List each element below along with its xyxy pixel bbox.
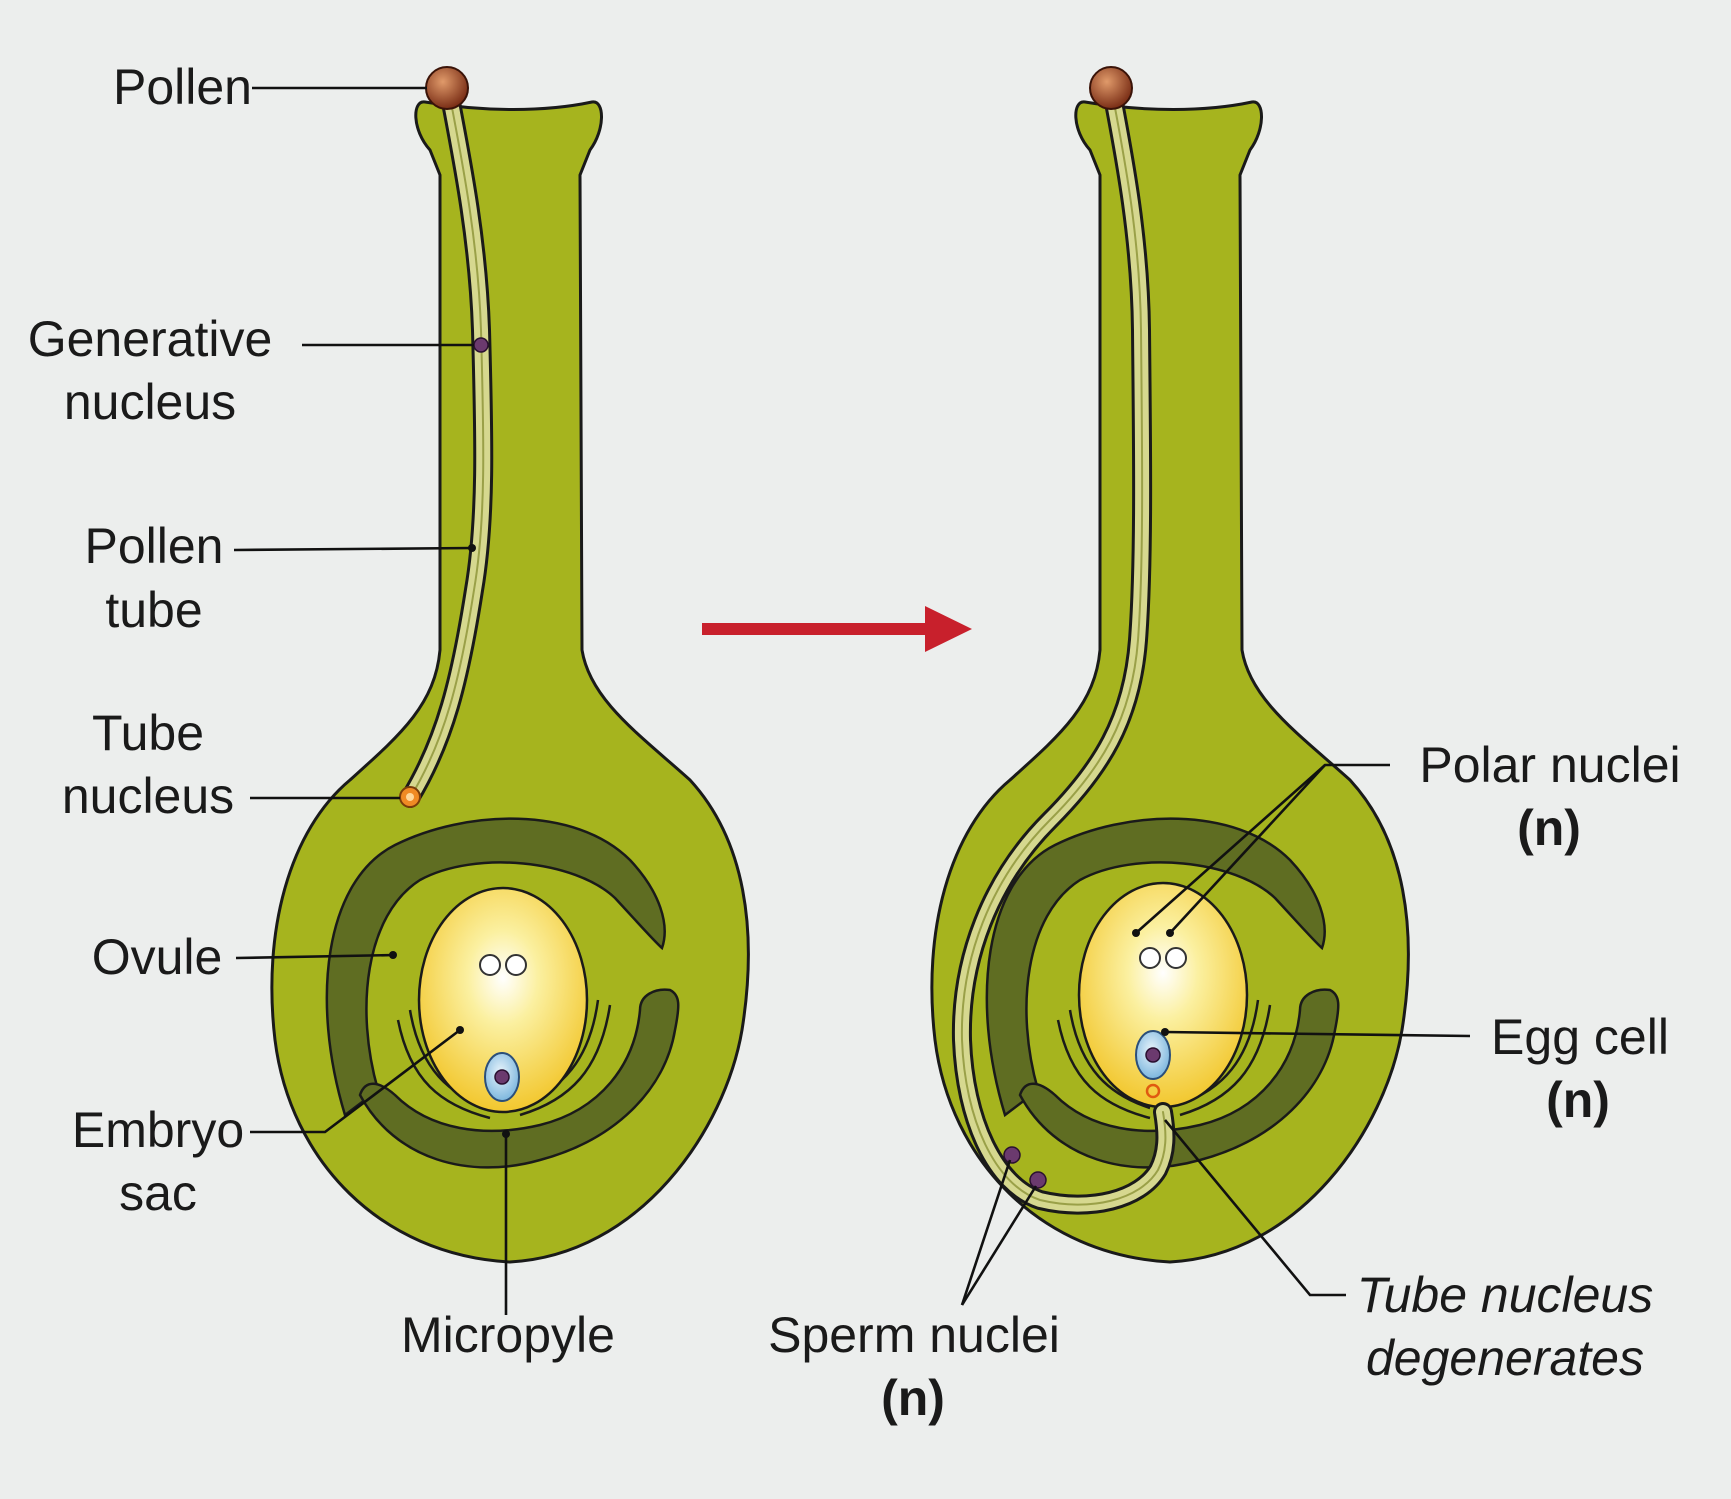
left-pistil [270, 66, 750, 1264]
right-pollen-grain [1089, 66, 1133, 110]
right-polar-nucleus-1 [1139, 947, 1161, 969]
label-ovule: Ovule [92, 929, 223, 985]
leader-lines [233, 86, 1471, 1315]
label-egg-cell-line2: (n) [1546, 1072, 1610, 1128]
transition-arrow [702, 606, 972, 652]
left-pistil-body [270, 100, 750, 1264]
label-embryo-sac-line1: Embryo [72, 1102, 244, 1158]
right-sperm-nucleus-1 [1003, 1146, 1021, 1164]
right-pistil-body [930, 100, 1410, 1264]
label-micropyle: Micropyle [401, 1307, 615, 1363]
label-polar-nuclei-line2: (n) [1517, 800, 1581, 856]
label-tube-degenerates-line2: degenerates [1366, 1330, 1644, 1386]
left-ovule-outer-wall [325, 817, 666, 1118]
left-ovule-inner-wall [358, 988, 680, 1169]
label-embryo-sac-line2: sac [119, 1165, 197, 1221]
left-embryo-sac [417, 886, 589, 1114]
right-egg-nucleus [1145, 1047, 1161, 1063]
label-generative-nucleus-line1: Generative [28, 311, 273, 367]
label-egg-cell-line1: Egg cell [1491, 1009, 1669, 1065]
label-tube-nucleus-line1: Tube [92, 705, 204, 761]
label-tube-nucleus-line2: nucleus [62, 768, 234, 824]
left-pollen-grain [425, 66, 469, 110]
label-sperm-nuclei-line2: (n) [881, 1370, 945, 1426]
left-generative-nucleus [473, 337, 489, 353]
right-pistil [930, 66, 1410, 1264]
left-polar-nucleus-1 [479, 954, 501, 976]
label-pollen-tube-line1: Pollen [85, 518, 224, 574]
label-polar-nuclei-line1: Polar nuclei [1419, 737, 1680, 793]
label-generative-nucleus-line2: nucleus [64, 374, 236, 430]
right-sperm-nucleus-2 [1029, 1171, 1047, 1189]
labels: Pollen Generative nucleus Pollen tube Tu… [28, 59, 1681, 1426]
label-pollen-tube-line2: tube [105, 582, 202, 638]
right-polar-nucleus-2 [1165, 947, 1187, 969]
left-egg-nucleus [494, 1069, 510, 1085]
label-sperm-nuclei-line1: Sperm nuclei [768, 1307, 1060, 1363]
left-polar-nucleus-2 [505, 954, 527, 976]
right-tube-nucleus [1145, 1083, 1161, 1099]
label-pollen: Pollen [113, 59, 252, 115]
right-ovule-outer-wall [985, 817, 1326, 1118]
label-tube-degenerates-line1: Tube nucleus [1357, 1267, 1653, 1323]
